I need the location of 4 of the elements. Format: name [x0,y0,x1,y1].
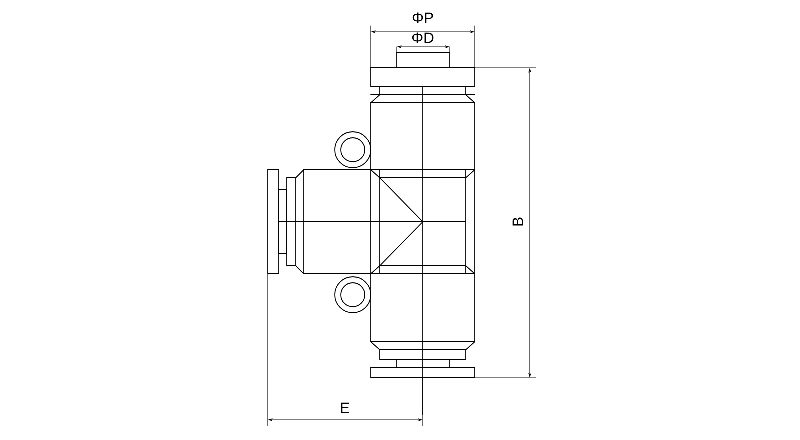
dimension-label: ΦD [412,32,434,44]
dimension-label: E [341,402,350,414]
dimension-label: ΦP [412,12,434,24]
dimension-label: B [512,218,524,226]
